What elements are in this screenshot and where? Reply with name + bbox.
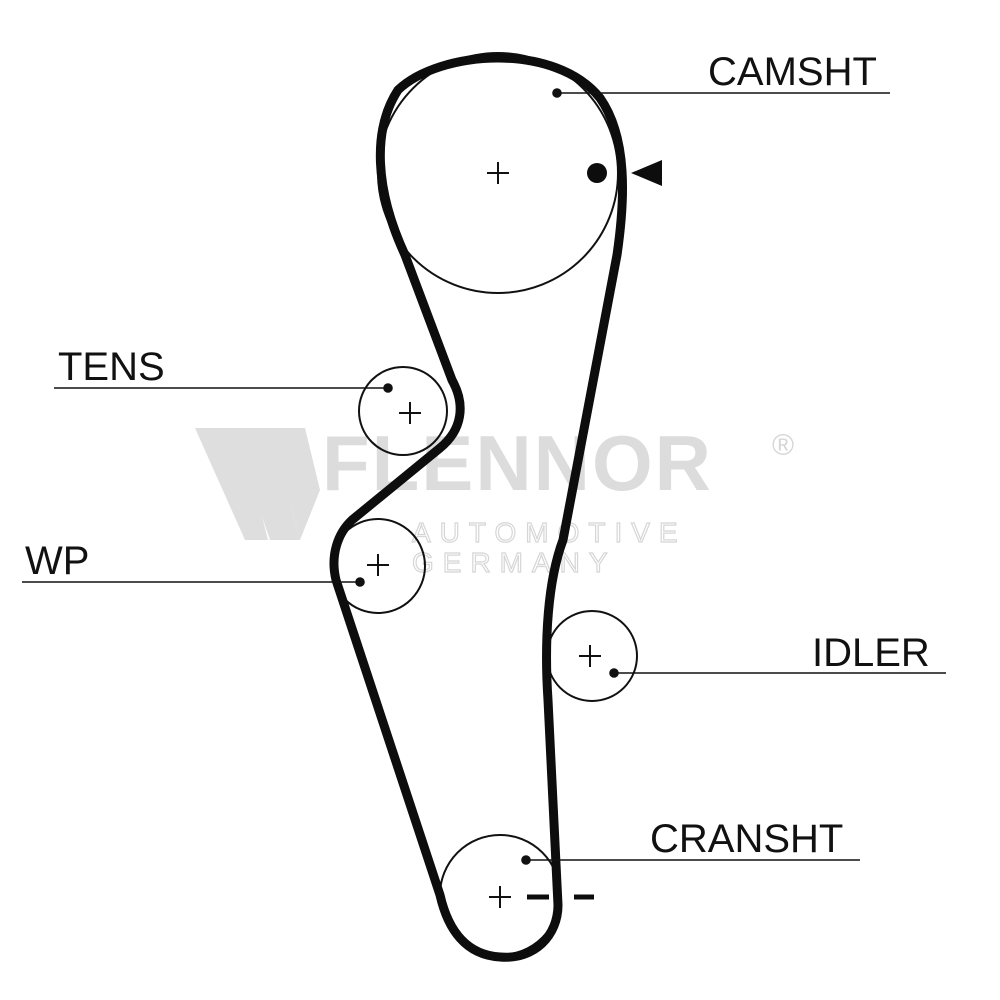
camshaft-leader xyxy=(552,88,890,98)
idler-label: IDLER xyxy=(812,631,930,675)
water-pump-leader xyxy=(22,577,365,587)
camshaft-label: CAMSHT xyxy=(708,50,877,94)
camshaft-timing-dot xyxy=(587,163,607,183)
water-pump-center-plus-icon xyxy=(367,554,389,576)
tensioner-pulley xyxy=(358,366,448,456)
tensioner-leader xyxy=(54,383,393,393)
idler-leader xyxy=(609,668,946,678)
water-pump-label: WP xyxy=(25,539,89,583)
watermark: FLENNOR ® AUTOMOTIVE GERMANY xyxy=(195,419,794,579)
idler-center-plus-icon xyxy=(579,645,601,667)
watermark-registered: ® xyxy=(772,429,794,462)
watermark-logo-icon xyxy=(195,428,320,540)
camshaft-center-plus-icon xyxy=(487,162,509,184)
crankshaft-leader xyxy=(521,855,860,865)
crankshaft-label: CRANSHT xyxy=(650,817,843,861)
crankshaft-center-plus-icon xyxy=(489,886,511,908)
triangle-pointer-icon xyxy=(631,160,662,186)
watermark-line2: GERMANY xyxy=(412,547,617,578)
tensioner-label: TENS xyxy=(58,345,165,389)
watermark-line1: AUTOMOTIVE xyxy=(412,517,687,548)
timing-belt xyxy=(329,53,628,962)
tensioner-center-plus-icon xyxy=(399,402,421,424)
